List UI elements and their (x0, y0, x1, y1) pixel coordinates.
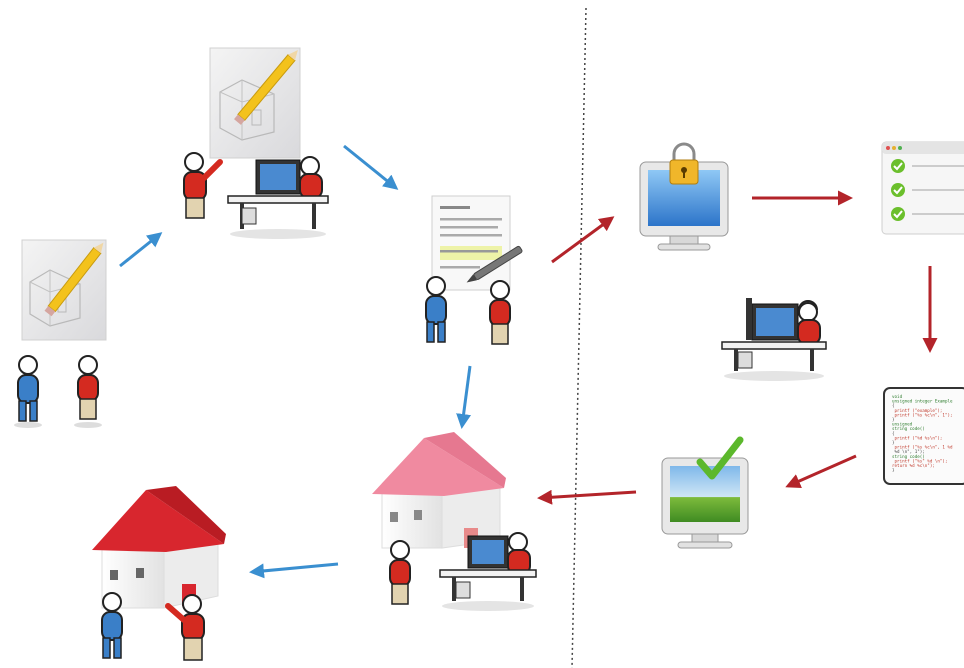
code-line: void (892, 394, 903, 399)
code-line: printf ("%s %c\n", 1 %d (892, 445, 953, 450)
flow-arrow-1 (119, 232, 163, 268)
code-line: %d \n", 1"); (892, 449, 925, 454)
phase-divider (571, 7, 587, 668)
house-icon (92, 486, 226, 609)
code-line: } (892, 417, 895, 422)
flow-arrow-2 (343, 144, 399, 190)
code-line: printf ("%s" %d \n"); (892, 458, 947, 463)
signed-document-icon (431, 195, 523, 291)
code-line: } (892, 440, 895, 445)
flow-arrow-9 (249, 562, 339, 579)
person-blue-icon (14, 355, 42, 428)
developer-desk-icon (721, 298, 827, 381)
code-line: unsigned (892, 422, 913, 427)
developer-desk-icon (439, 532, 537, 611)
flow-arrow-8 (537, 489, 637, 505)
code-line: printf ("example"); (892, 408, 942, 413)
person-blue-icon (425, 276, 447, 343)
person-red-icon (389, 540, 411, 605)
sketch-pencil-icon (21, 239, 107, 341)
code-line: } (892, 468, 895, 473)
person-red-icon (74, 355, 102, 428)
person-red-icon (183, 152, 223, 219)
person-red-icon (489, 280, 511, 345)
approved-monitor-icon (661, 436, 749, 549)
developer-desk-icon (227, 156, 329, 239)
person-red-icon (165, 594, 205, 661)
code-line: { (892, 431, 895, 436)
code-line: { (892, 403, 895, 408)
flow-arrow-3 (456, 365, 472, 429)
locked-monitor-icon (639, 142, 729, 251)
code-line: unsigned integer Example (892, 399, 953, 404)
code-line: printf ("%s %c\n", 1"); (892, 412, 953, 417)
code-line: return %d %c\n"); (892, 463, 935, 468)
person-blue-icon (101, 592, 123, 659)
flow-arrow-7 (785, 454, 857, 489)
code-line: printf ("%d %s\n"); (892, 435, 942, 440)
sketch-pencil-icon (209, 47, 301, 159)
pink-house-icon (372, 432, 506, 549)
flow-arrow-4 (551, 216, 615, 264)
checklist-icon (881, 141, 964, 235)
code-line: string code() (892, 426, 925, 431)
code-line: string code() (892, 454, 925, 459)
